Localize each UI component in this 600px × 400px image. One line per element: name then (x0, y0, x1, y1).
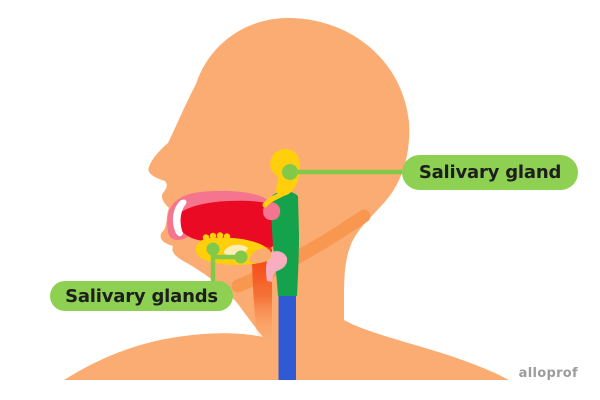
connector-dot-sublingual-right (234, 250, 248, 264)
sublingual-bump (216, 232, 224, 239)
mouth-floor (249, 248, 271, 264)
label-salivary-gland: Salivary gland (402, 155, 578, 190)
connector-dot-sublingual-left (206, 242, 220, 256)
label-salivary-glands: Salivary glands (50, 281, 233, 311)
label-salivary-gland-text: Salivary gland (418, 162, 562, 183)
parotid-duct (262, 188, 290, 208)
jaw-shadow (231, 209, 371, 293)
tongue (176, 200, 273, 253)
sublingual-bump (209, 232, 217, 240)
epiglottis (266, 251, 288, 282)
soft-palate (262, 202, 281, 221)
connector-dot-parotid (282, 164, 298, 180)
alloprof-logo: alloprof (518, 366, 578, 381)
teeth (172, 199, 187, 237)
label-salivary-glands-text: Salivary glands (65, 285, 218, 307)
esophagus (278, 296, 296, 380)
